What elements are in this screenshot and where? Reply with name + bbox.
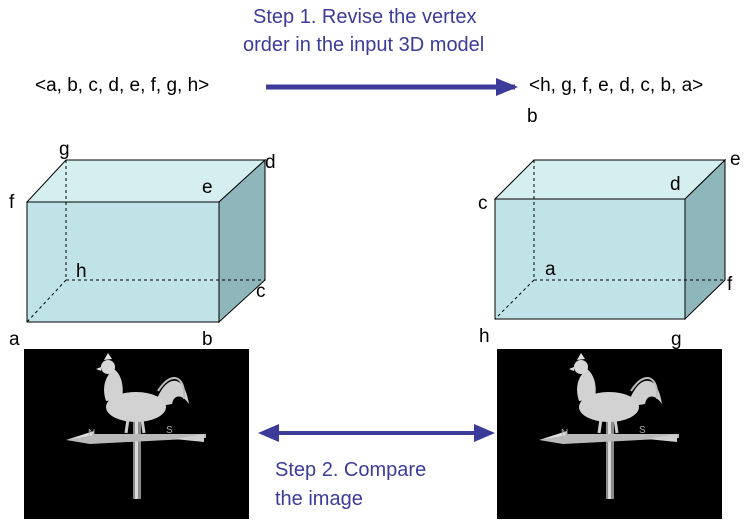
box-right-label-h: h	[479, 326, 490, 347]
step1-line1: Step 1. Revise the vertex	[253, 6, 477, 28]
box-left-label-c: c	[256, 281, 266, 302]
box-right-label-c: c	[478, 193, 488, 214]
box-left-label-d: d	[265, 152, 276, 173]
box-right-label-f: f	[727, 274, 733, 295]
svg-text:S: S	[639, 425, 646, 436]
svg-text:N: N	[561, 428, 568, 439]
weathervane-rooster-icon: N S	[66, 353, 206, 499]
box-left: g d f e h c a b	[9, 139, 276, 350]
box-right-label-a: a	[545, 259, 556, 280]
rendered-image-right: N S	[497, 349, 722, 519]
box-left-label-a: a	[9, 329, 20, 350]
box-left-label-e: e	[202, 177, 213, 198]
box-right-label-b: b	[527, 106, 538, 127]
rendered-image-left: N S	[24, 349, 249, 519]
step2-arrowhead-right	[474, 424, 495, 442]
box-right-label-g: g	[671, 329, 682, 350]
box-left-front-face	[26, 201, 220, 323]
step1-line2: order in the input 3D model	[243, 34, 485, 56]
box-right: b e c d a f h g	[478, 106, 741, 350]
sequence-original: <a, b, c, d, e, f, g, h>	[35, 75, 210, 96]
box-left-label-f: f	[9, 192, 15, 213]
box-right-front-face	[494, 198, 686, 320]
box-right-label-d: d	[670, 174, 681, 195]
step2-arrowhead-left	[258, 424, 279, 442]
box-left-label-b: b	[202, 329, 213, 350]
box-right-label-e: e	[730, 149, 741, 170]
sequence-reversed: <h, g, f, e, d, c, b, a>	[529, 75, 704, 96]
weathervane-rooster-icon: N S	[539, 353, 679, 499]
step1-arrowhead	[496, 78, 518, 96]
box-left-label-h: h	[76, 261, 87, 282]
step2-line2: the image	[275, 488, 363, 510]
svg-text:S: S	[166, 425, 173, 436]
step2-line1: Step 2. Compare	[275, 459, 427, 481]
box-left-label-g: g	[59, 139, 70, 160]
svg-text:N: N	[88, 428, 95, 439]
